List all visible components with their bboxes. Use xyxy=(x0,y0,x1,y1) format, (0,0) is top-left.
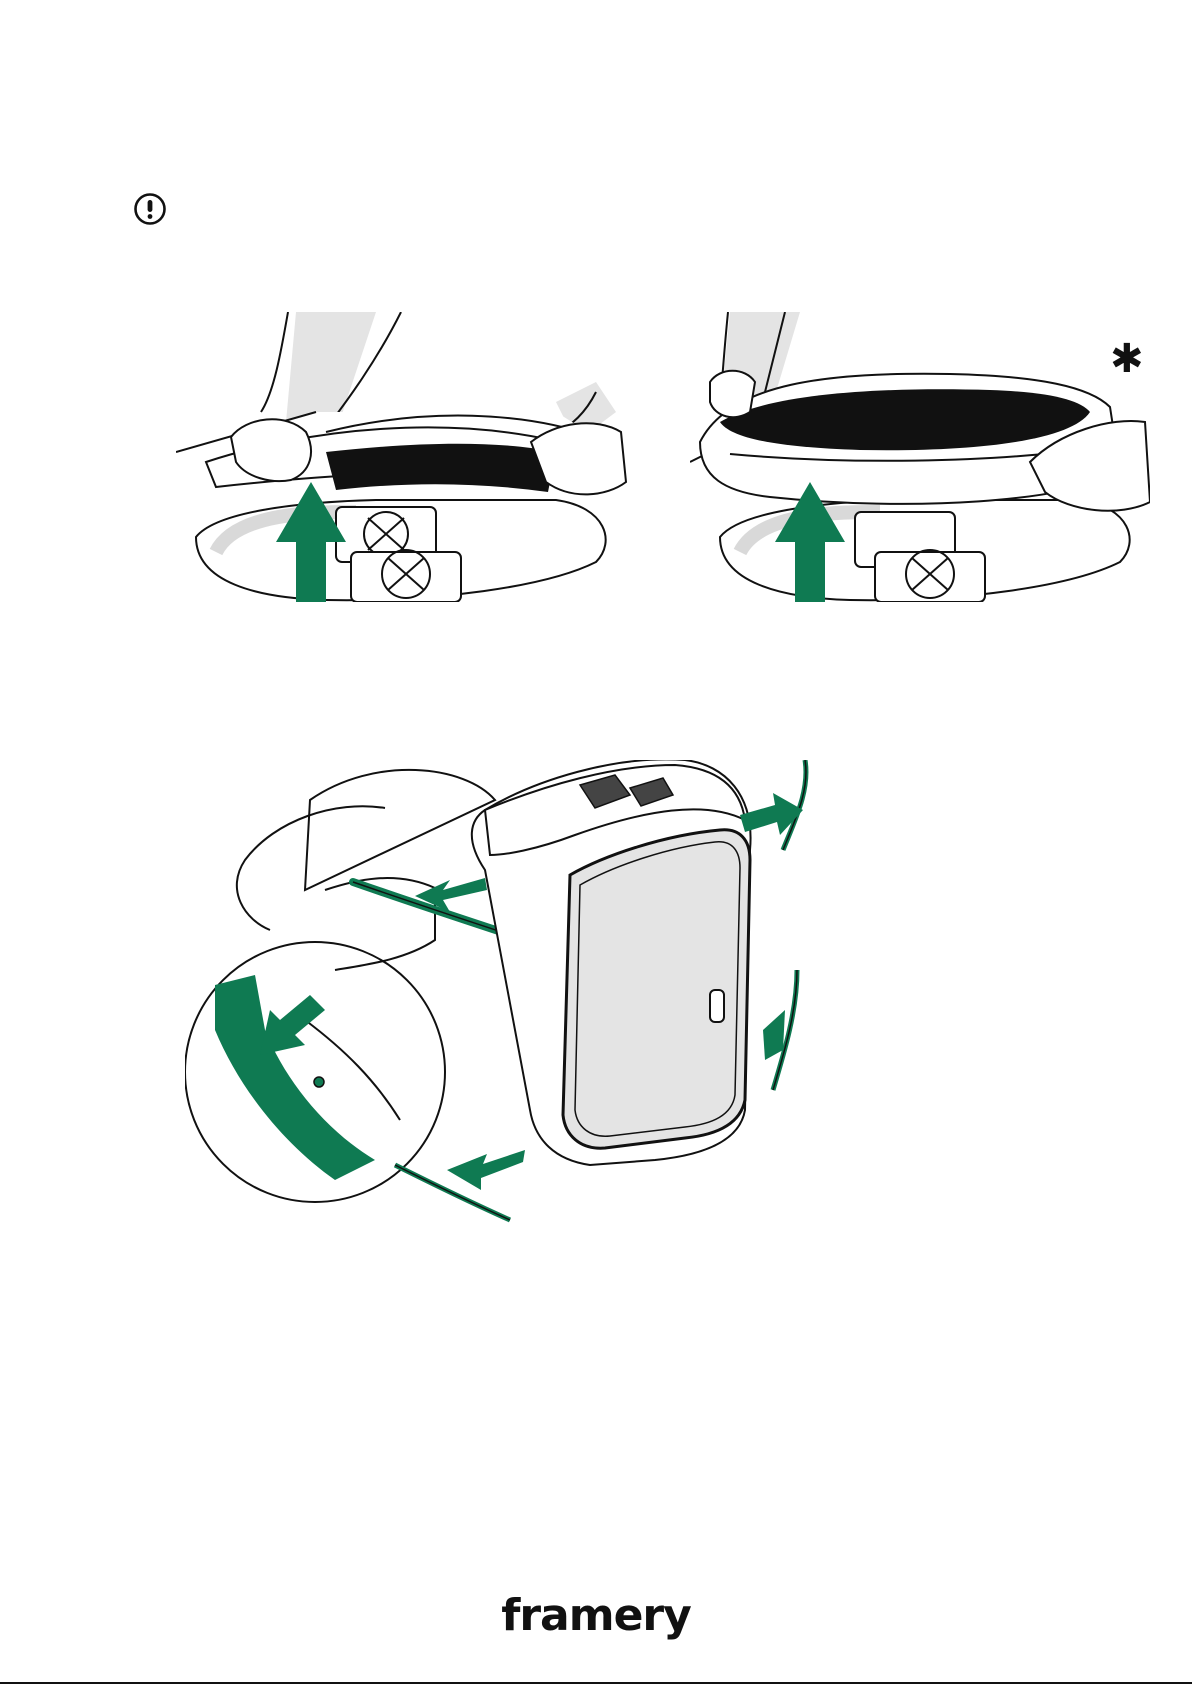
warning-icon xyxy=(133,192,167,226)
ceiling-panel-lift-illustration-left xyxy=(176,312,636,602)
cabin-trim-removal-illustration xyxy=(185,760,845,1240)
framery-logo: framery xyxy=(0,1590,1192,1641)
ceiling-panel-lift-illustration-right: ✱ xyxy=(690,312,1150,602)
asterisk-marker: ✱ xyxy=(1110,336,1144,382)
